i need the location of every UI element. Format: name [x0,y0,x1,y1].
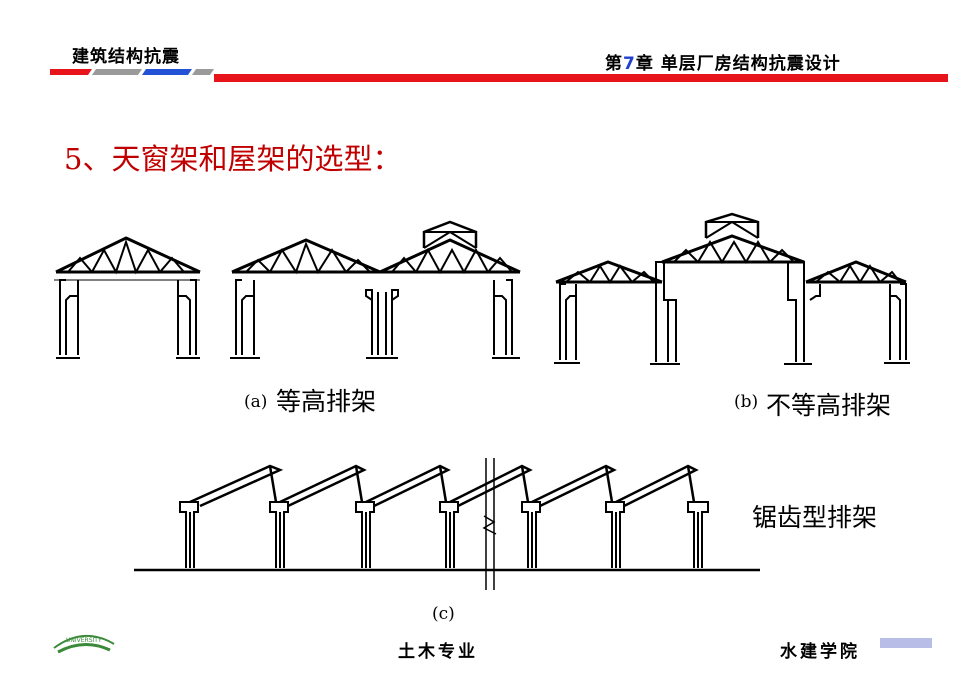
figure-a-label: 等高排架 [276,387,377,416]
chapter-prefix: 第 [605,54,623,74]
figure-a-drawing [54,220,521,359]
figure-b-mark: (b) [734,392,759,412]
footer-major: 土木专业 [398,642,478,662]
chapter-number: 7 [623,54,636,74]
figure-a-mark: (a) [244,392,268,412]
figure-c-label: 锯齿型排架 [752,503,878,532]
footer-accent [880,638,932,648]
slide-title: 5、天窗架和屋架的选型： [64,142,402,176]
chapter-suffix: 章 单层厂房结构抗震设计 [635,54,841,74]
university-logo: UNIVERSITY [53,634,115,654]
footer-school: 水建学院 [780,642,860,662]
figure-c-mark: (c) [432,604,455,624]
course-title: 建筑结构抗震 [72,47,180,67]
figure-b-label: 不等高排架 [766,391,892,420]
header-bar [50,69,948,82]
figure-c-drawing [134,458,760,590]
chapter-title: 第7章 单层厂房结构抗震设计 [605,49,841,74]
figure-b-drawing [554,212,910,365]
logo-text: UNIVERSITY [66,637,102,644]
